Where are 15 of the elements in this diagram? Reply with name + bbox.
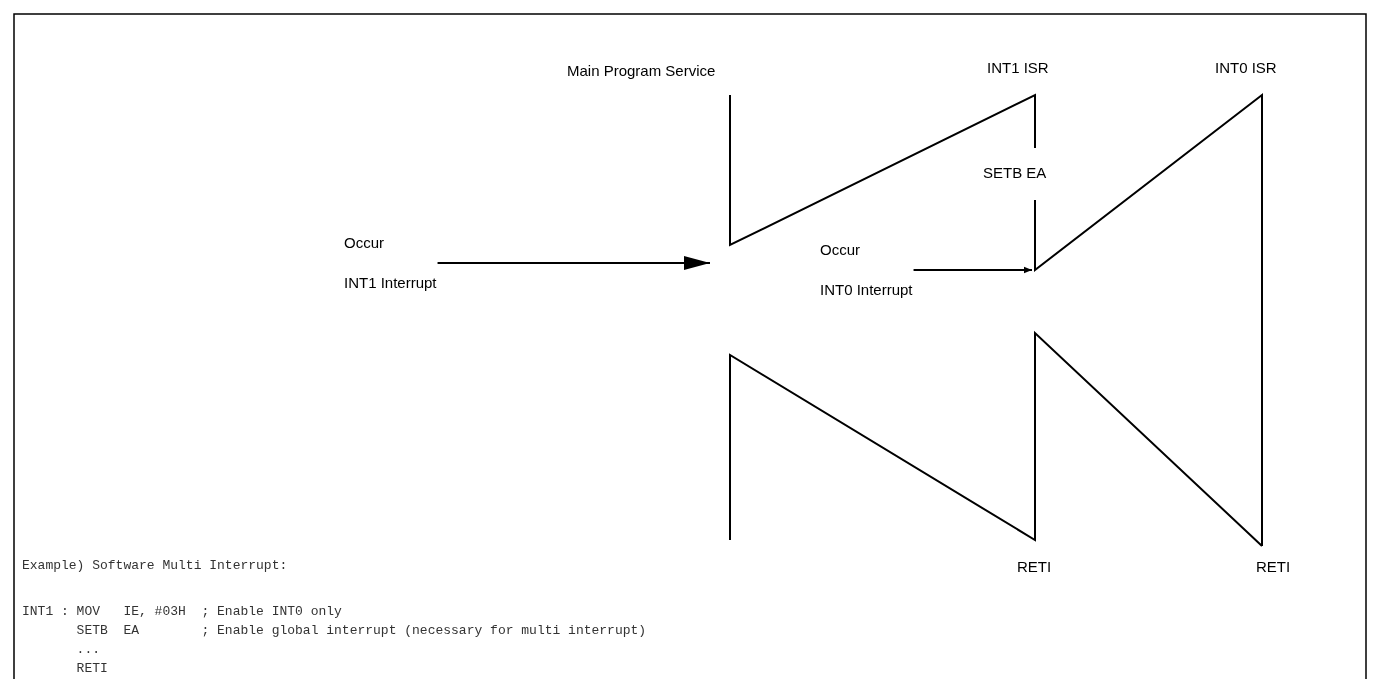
interrupt-label: Occur INT0 Interrupt	[820, 241, 913, 299]
lane-heading: INT0 ISR	[1215, 59, 1277, 77]
code-line: ...	[75, 642, 100, 658]
code-line: SETB EA ; Enable global interrupt (necessary for multi interrupt)	[75, 623, 647, 639]
arrow	[912, 266, 1033, 274]
arrow	[436, 256, 711, 270]
code-heading: Example) Software Multi Interrupt:	[22, 558, 288, 574]
instruction-label: SETB EA	[983, 164, 1047, 182]
interrupt-label: Occur INT1 Interrupt	[344, 234, 437, 292]
instruction-label: RETI	[1256, 558, 1291, 576]
lane-heading: INT1 ISR	[987, 59, 1049, 77]
instruction-label: RETI	[1017, 558, 1052, 576]
code-line: RETI	[75, 661, 108, 677]
code-line: INT1 : MOV IE, #03H ; Enable INT0 only	[22, 604, 342, 620]
lane-heading: Main Program Service	[567, 62, 716, 80]
